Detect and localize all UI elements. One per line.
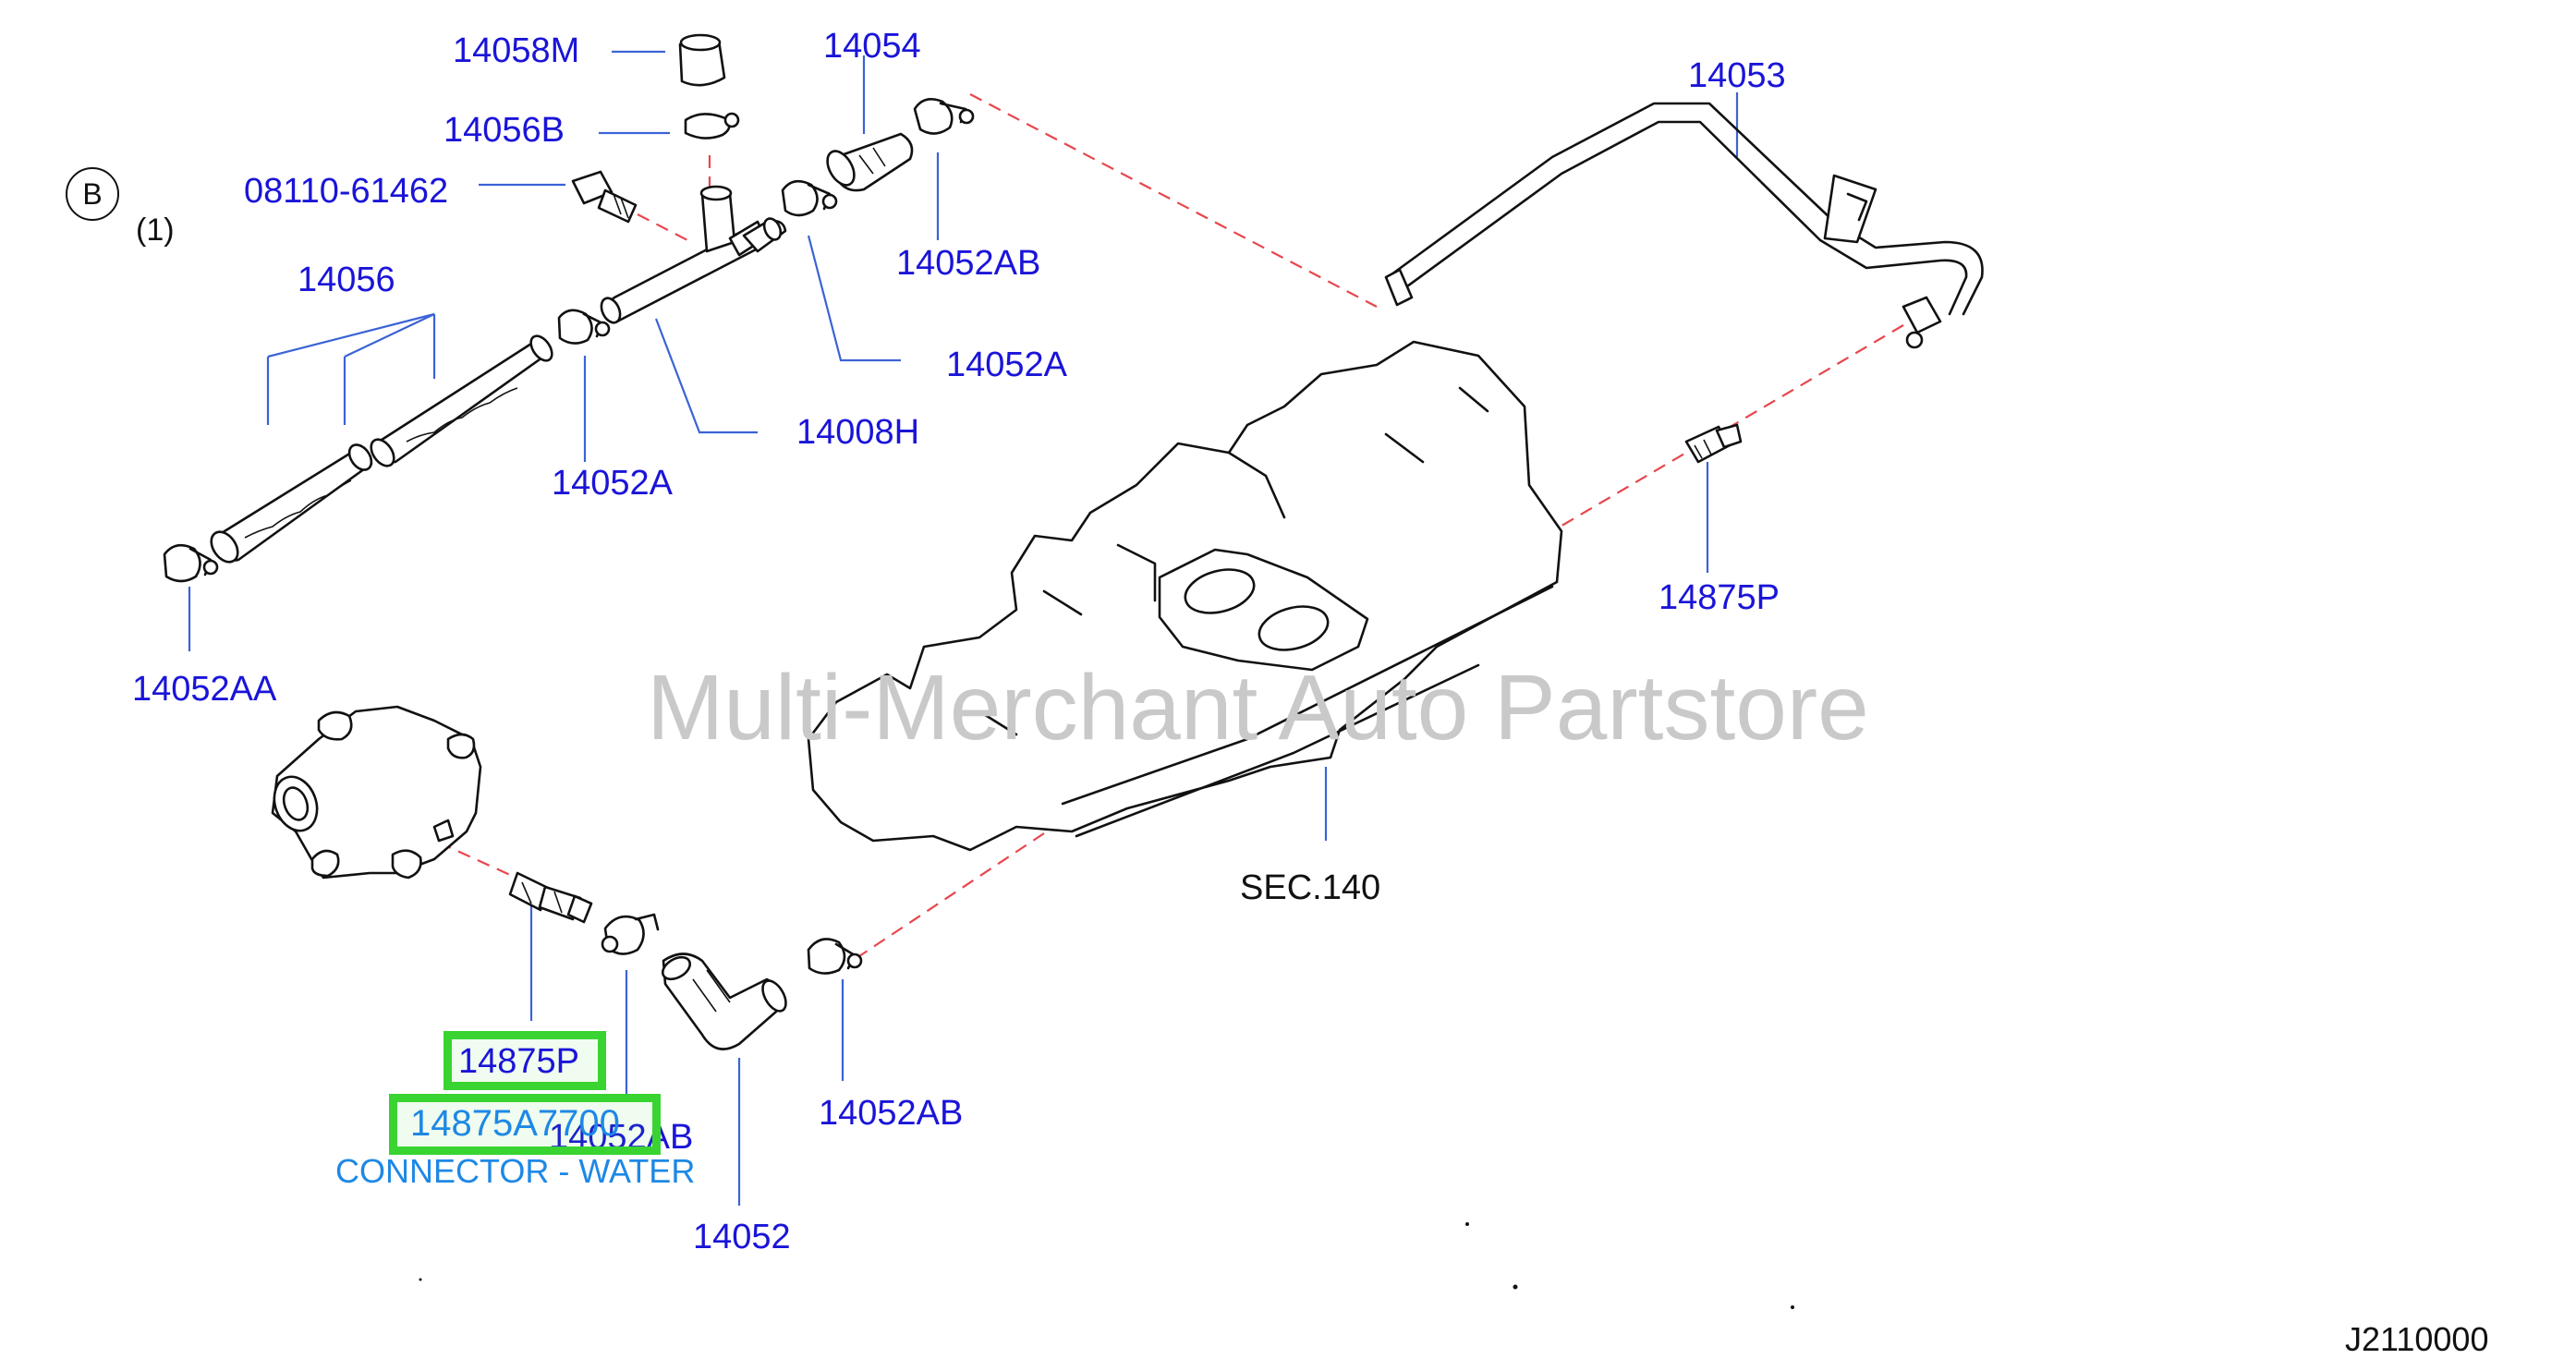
section-reference[interactable]: SEC.140	[1240, 868, 1381, 907]
hose-14054	[826, 132, 914, 192]
callout-14056[interactable]: 14056	[298, 261, 395, 299]
hose-14056-upper	[370, 334, 553, 467]
tee-pipe-14008H	[600, 185, 787, 324]
callout-14875P-right[interactable]: 14875P	[1659, 578, 1780, 617]
clamp-14052A-right	[781, 179, 838, 217]
leader-lines	[188, 50, 1739, 1206]
diagram-code: J2110000	[2345, 1320, 2489, 1358]
callout-14058M[interactable]: 14058M	[453, 31, 580, 70]
callout-14052AA[interactable]: 14052AA	[132, 670, 277, 709]
highlighted-part-number[interactable]: 14875A7700	[410, 1103, 620, 1144]
clamp-14052AB-top	[913, 98, 975, 135]
watermark: Multi-Merchant Auto Partstore	[647, 656, 1869, 759]
clamp-14052A-left	[557, 309, 611, 345]
connector-14875P-right	[1684, 423, 1743, 464]
callout-14008H[interactable]: 14008H	[796, 413, 920, 452]
callout-14052[interactable]: 14052	[693, 1218, 791, 1256]
thermostat-housing	[271, 705, 482, 880]
callout-14053[interactable]: 14053	[1688, 56, 1786, 95]
clamp-14052AB-bottom	[807, 938, 863, 975]
callout-14875P-highlighted[interactable]: 14875P	[458, 1042, 580, 1081]
intake-manifold	[807, 340, 1563, 852]
connector-14875P-left	[508, 871, 593, 924]
cap-14058M	[678, 33, 726, 87]
hose-14056-lower	[210, 443, 373, 564]
callout-14052A-left[interactable]: 14052A	[552, 464, 674, 503]
callout-14052AB-top[interactable]: 14052AB	[896, 244, 1041, 283]
callout-14052AB-bottom[interactable]: 14052AB	[819, 1094, 964, 1133]
highlight-box-part-number	[389, 1094, 661, 1155]
callout-08110-61462[interactable]: 08110-61462	[244, 172, 449, 211]
reference-circle-label: B	[82, 176, 103, 211]
elbow-hose-14052	[661, 952, 787, 1050]
callout-14054[interactable]: 14054	[823, 27, 921, 66]
clamp-14052AA	[163, 543, 219, 583]
bolt-08110-61462	[571, 170, 638, 224]
specks	[419, 1222, 1794, 1309]
reference-circle: B	[66, 167, 119, 221]
pipe-14053	[1384, 102, 1984, 349]
callout-14052A-right[interactable]: 14052A	[946, 346, 1068, 384]
callout-14056B[interactable]: 14056B	[444, 111, 565, 150]
highlight-box-part-ref	[444, 1031, 606, 1090]
clip-14056B	[684, 112, 740, 140]
highlighted-part-description: CONNECTOR - WATER	[335, 1152, 696, 1190]
clamp-14052AB-mid	[601, 913, 660, 955]
quantity-note: (1)	[136, 212, 175, 248]
